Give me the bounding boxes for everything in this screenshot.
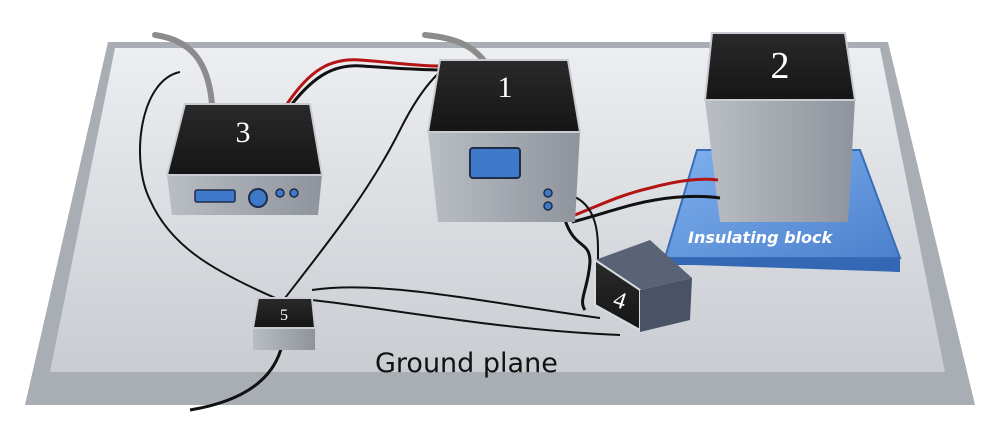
box-5 (251, 297, 317, 350)
red-cable-1-to-2 (574, 177, 719, 217)
black-cable-5-to-4 (311, 286, 601, 319)
red-cable-3-to-1 (285, 58, 441, 105)
box-3 (165, 103, 324, 215)
black-cable-5-exit (189, 344, 284, 412)
box-2 (703, 32, 857, 222)
box-4 (594, 240, 692, 332)
gray-cable-box3 (152, 32, 215, 107)
box3-display (194, 189, 236, 203)
cables (139, 32, 721, 412)
box-5-label: 5 (280, 307, 288, 324)
box1-connector-b (543, 201, 553, 211)
black-cable-1-to-4 (563, 219, 592, 311)
black-cable-3-to-1 (290, 64, 443, 105)
black-cable-left-to-5 (139, 71, 281, 301)
insulating-block-label: Insulating block (688, 228, 834, 247)
box1-connector-a (543, 188, 553, 198)
black-cable-5-to-4-lower (311, 299, 621, 336)
box-1-label: 1 (498, 71, 513, 104)
box-1 (426, 59, 582, 222)
box-3-label: 3 (236, 116, 251, 149)
gray-cable-box1 (422, 32, 488, 65)
box1-screen (469, 147, 521, 179)
black-cable-1-to-2 (571, 194, 721, 224)
ground-plane-label: Ground plane (375, 348, 558, 379)
box3-connector-a (275, 188, 285, 198)
black-cable-1-to-4b (569, 194, 600, 261)
box3-knob (248, 188, 268, 208)
box-2-label: 2 (771, 45, 790, 87)
box3-connector-b (289, 188, 299, 198)
